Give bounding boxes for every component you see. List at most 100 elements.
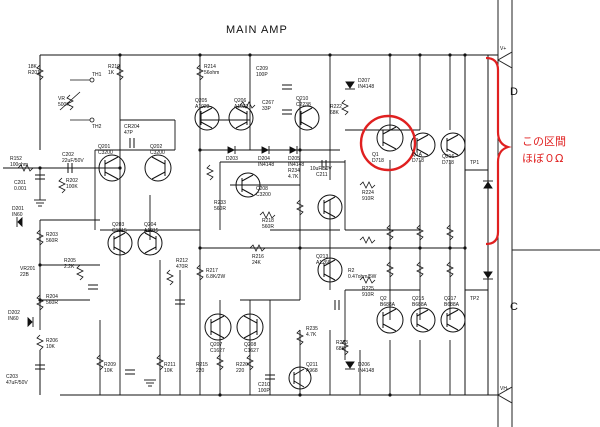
- component-label: 68K: [336, 346, 346, 352]
- component-label: Q216: [442, 154, 454, 160]
- component-label: D718: [442, 160, 454, 166]
- component-label: 2.2K: [64, 264, 75, 270]
- component-label: 1K: [108, 70, 115, 76]
- component-label: Q202: [150, 144, 162, 150]
- component-label: C203: [6, 374, 18, 380]
- component-label: TP2: [470, 296, 479, 302]
- transistors: [98, 105, 466, 390]
- component-label: C208: [256, 186, 268, 192]
- capacitors: [35, 84, 340, 380]
- component-label: 470R: [176, 264, 188, 270]
- component-label: C3200: [150, 150, 165, 156]
- component-label: IN4148: [258, 162, 274, 168]
- callout-line-2: ほぼ０Ω: [522, 152, 563, 165]
- component-label: R217: [206, 268, 218, 274]
- component-label: Q1A: [412, 152, 423, 158]
- component-label: R205: [64, 258, 76, 264]
- component-label: 100P: [256, 72, 268, 78]
- component-label: D203: [226, 156, 238, 162]
- component-label: R2: [348, 268, 355, 274]
- component-label: Q206: [234, 98, 246, 104]
- zone-label-c: C: [510, 301, 518, 313]
- component-label: 6.8K/2W: [206, 274, 225, 280]
- component-label: B688A: [444, 302, 460, 308]
- component-label: 220: [236, 368, 245, 374]
- ground-symbols: [34, 199, 156, 387]
- component-label: R201: [28, 70, 40, 76]
- component-label: Q215: [412, 296, 424, 302]
- component-label: A1023: [195, 104, 210, 110]
- component-label: A1015: [144, 228, 159, 234]
- component-label: VR: [58, 96, 65, 102]
- component-label: C210: [258, 382, 270, 388]
- component-label: C202: [62, 152, 74, 158]
- component-label: 10K: [46, 344, 56, 350]
- component-label: IN60: [8, 316, 19, 322]
- component-label: IN4148: [358, 368, 374, 374]
- component-label: 10uF/50V: [310, 166, 332, 172]
- component-label: Q210: [296, 96, 308, 102]
- component-label: C267: [262, 100, 274, 106]
- component-labels: 18K R201 R210 1K R214 56ohm C209 100P D2…: [6, 64, 479, 394]
- component-label: Q203: [112, 222, 124, 228]
- diodes: [16, 81, 493, 370]
- component-label: R223: [336, 340, 348, 346]
- component-label: C201: [14, 180, 26, 186]
- bias-network: [59, 77, 95, 123]
- component-label: A1266: [316, 260, 331, 266]
- component-label: C211: [316, 172, 328, 178]
- component-label: 500K: [58, 102, 70, 108]
- component-label: 33P: [262, 106, 272, 112]
- component-label: Q213: [316, 254, 328, 260]
- component-label: 24K: [252, 260, 262, 266]
- component-label: Q217: [444, 296, 456, 302]
- component-label: TP1: [470, 160, 479, 166]
- component-label: D202: [8, 310, 20, 316]
- component-label: 18K: [28, 64, 38, 70]
- component-label: R218: [262, 218, 274, 224]
- component-label: C1815: [112, 228, 127, 234]
- component-label: R202: [66, 178, 78, 184]
- power-rails: [39, 54, 498, 396]
- component-label: R235: [306, 326, 318, 332]
- component-label: 100K: [66, 184, 78, 190]
- component-label: Q211: [306, 362, 318, 368]
- component-label: C2238: [296, 102, 311, 108]
- component-label: CR204: [124, 124, 140, 130]
- component-label: TH1: [92, 72, 102, 78]
- component-label: R211: [164, 362, 176, 368]
- component-label: TH2: [92, 124, 102, 130]
- component-label: 68K: [330, 110, 340, 116]
- component-label: R214: [204, 64, 216, 70]
- component-label: R234: [288, 168, 300, 174]
- component-label: R233: [214, 200, 226, 206]
- component-label: R216: [252, 254, 264, 260]
- zero-ohm-bracket: [485, 56, 512, 246]
- component-label: D204: [258, 156, 270, 162]
- component-label: IN4148: [288, 162, 304, 168]
- component-label: 22uF/50V: [62, 158, 84, 164]
- component-label: R206: [46, 338, 58, 344]
- component-label: 560R: [262, 224, 274, 230]
- zone-label-d: D: [510, 86, 518, 98]
- component-label: R222: [330, 104, 342, 110]
- component-label: D718: [412, 158, 424, 164]
- component-label: Q2: [380, 296, 387, 302]
- component-label: C209: [256, 66, 268, 72]
- component-label: R224: [362, 190, 374, 196]
- component-label: 47uF/50V: [6, 380, 28, 386]
- component-label: VR201: [20, 266, 36, 272]
- component-label: R215: [196, 362, 208, 368]
- component-label: 56ohm: [204, 70, 219, 76]
- component-label: R209: [104, 362, 116, 368]
- component-label: 22B: [20, 272, 30, 278]
- component-label: Q204: [144, 222, 156, 228]
- component-label: IN60: [12, 212, 23, 218]
- component-label: 560R: [46, 300, 58, 306]
- component-label: C1627: [210, 348, 225, 354]
- component-label: 4.7K: [306, 332, 317, 338]
- component-label: 0.001: [14, 186, 27, 192]
- component-label: D207: [358, 78, 370, 84]
- component-label: 910R: [362, 196, 374, 202]
- q1-highlight-circle: [359, 114, 417, 172]
